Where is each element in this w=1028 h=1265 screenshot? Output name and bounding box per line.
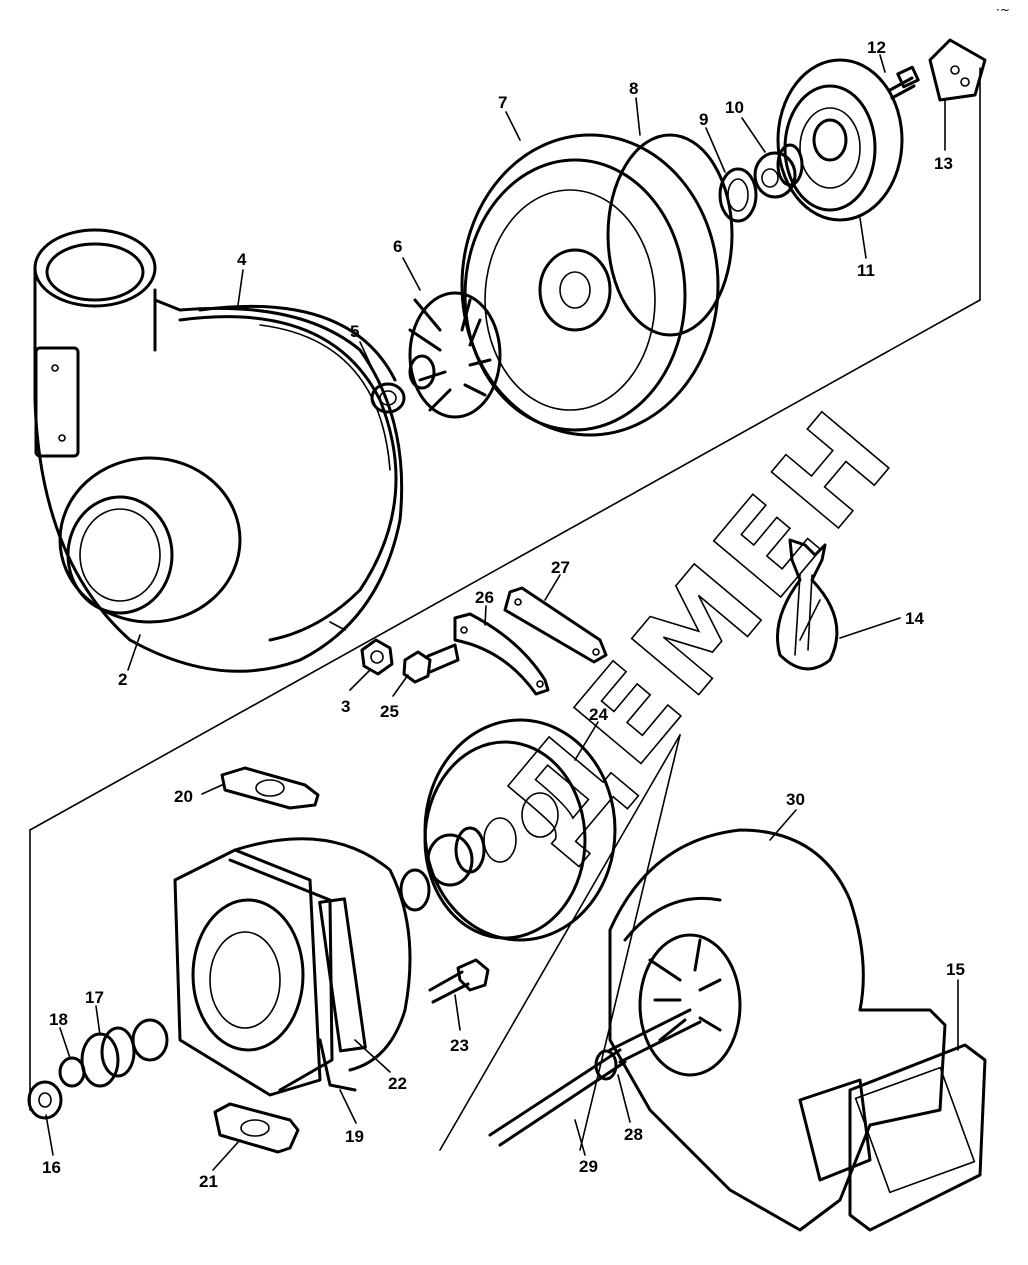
callout-14: 14 [905,609,924,628]
lock-plate-13 [928,38,987,102]
gasket-15 [848,1043,987,1232]
callout-5: 5 [350,322,359,341]
ring-28 [594,1049,618,1081]
bolt-25 [402,643,460,684]
callout-20: 20 [174,787,193,806]
callout-28: 28 [624,1125,643,1144]
leader-lines [45,54,959,1171]
nut-3 [360,638,394,676]
callout-30: 30 [786,790,805,809]
plate-27 [503,586,608,664]
callout-9: 9 [699,110,708,129]
bolt-23 [428,958,490,1004]
callout-6: 6 [393,237,402,256]
heat-shield-24 [423,718,617,942]
callout-22: 22 [388,1074,407,1093]
shaft-29 [488,1008,702,1147]
callout-4: 4 [237,250,247,269]
callout-17: 17 [85,988,104,1007]
compressor-housing [33,228,404,673]
callout-23: 23 [450,1036,469,1055]
plate-22 [318,897,367,1053]
seal-ring-18 [58,1056,86,1088]
callout-27: 27 [551,558,570,577]
compressor-back-plate [460,133,720,437]
bushing-17 [80,1026,136,1088]
ring-9 [718,167,758,223]
compressor-wheel [408,291,502,419]
callout-16: 16 [42,1158,61,1177]
callout-24: 24 [589,705,608,724]
plate-26 [453,612,550,696]
piston-ring-16 [27,1080,63,1120]
bearing-cover-11 [776,58,904,222]
turbine-wheel [638,933,742,1077]
screw-12 [888,65,920,100]
callout-10: 10 [725,98,744,117]
turbine-housing-30 [608,828,947,1232]
callouts: 2 3 4 5 6 7 8 9 10 11 12 13 14 15 16 17 … [42,38,965,1191]
callout-15: 15 [946,960,965,979]
callout-29: 29 [579,1157,598,1176]
retaining-ring [131,1018,169,1062]
callout-18: 18 [49,1010,68,1029]
snap-ring [399,868,431,912]
nut-5 [370,382,406,414]
corner-mark: ·~ [996,3,1010,17]
callout-11: 11 [857,261,875,280]
bearing-sleeve [426,826,486,887]
callout-25: 25 [380,702,399,721]
callout-2: 2 [118,670,127,689]
callout-21: 21 [199,1172,218,1191]
callout-19: 19 [345,1127,364,1146]
callout-7: 7 [498,93,507,112]
callout-8: 8 [629,79,638,98]
bearing-housing-19 [173,837,412,1097]
callout-3: 3 [341,697,350,716]
callout-12: 12 [867,38,886,57]
gasket-20 [220,766,320,810]
lock-tab-14 [776,538,839,671]
gasket-21 [213,1102,300,1154]
o-ring-8 [606,133,734,337]
callout-13: 13 [934,154,953,173]
callout-26: 26 [475,588,494,607]
